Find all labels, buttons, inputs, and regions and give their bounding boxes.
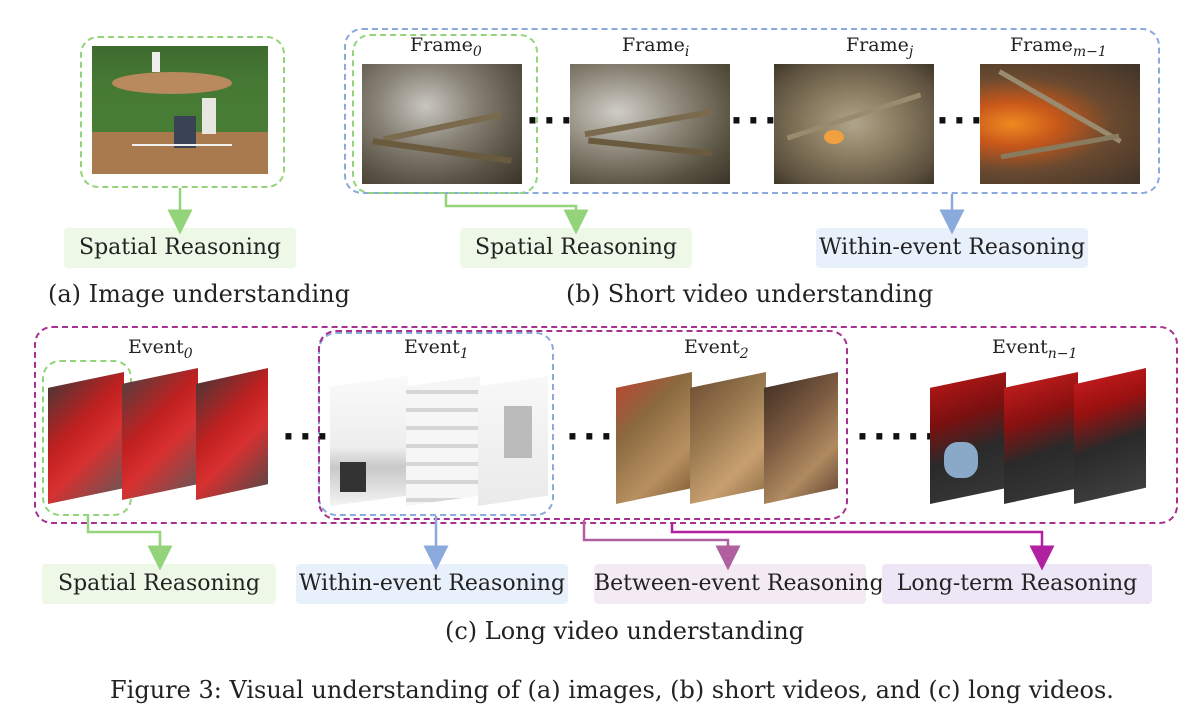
ellipsis-b-3: ··· bbox=[936, 101, 987, 141]
eventn-frame-3 bbox=[1074, 368, 1146, 504]
event1-frame-3 bbox=[478, 376, 548, 506]
frame-label-j: Framej bbox=[846, 34, 914, 60]
event2-frame-2 bbox=[690, 372, 766, 504]
frame-image-j bbox=[774, 64, 934, 184]
event-label-2: Event2 bbox=[684, 336, 749, 362]
baseball-image bbox=[92, 46, 268, 174]
event-label-n-1: Eventn−1 bbox=[992, 336, 1078, 362]
within-event-reasoning-label-c: Within-event Reasoning bbox=[296, 564, 568, 604]
ellipsis-b-2: ··· bbox=[730, 101, 781, 141]
ellipsis-c-1: ··· bbox=[282, 417, 333, 457]
frame0-highlight-box bbox=[352, 34, 538, 194]
ellipsis-c-2: ··· bbox=[566, 417, 617, 457]
long-term-reasoning-label-c: Long-term Reasoning bbox=[882, 564, 1152, 604]
event0-frame-1 bbox=[48, 372, 124, 504]
event1-event2-highlight-box bbox=[318, 330, 848, 520]
arrow-c-spatial bbox=[86, 516, 173, 571]
arrow-c-longterm bbox=[670, 524, 1055, 571]
long-video-box bbox=[34, 326, 1178, 524]
frame-label-m-1: Framem−1 bbox=[1010, 34, 1107, 60]
caption-c: (c) Long video understanding bbox=[445, 617, 805, 645]
event2-frame-1 bbox=[616, 372, 692, 504]
image-highlight-box bbox=[80, 36, 285, 188]
short-video-box bbox=[344, 28, 1160, 194]
between-event-reasoning-label-c: Between-event Reasoning bbox=[594, 564, 884, 604]
frame-image-i bbox=[570, 64, 730, 184]
arrow-c-between bbox=[582, 520, 741, 571]
ellipsis-b-1: ··· bbox=[526, 101, 577, 141]
eventn-frame-2 bbox=[1004, 372, 1078, 504]
frame-image-0 bbox=[362, 64, 522, 184]
event0-frame-3 bbox=[196, 368, 268, 500]
frame-label-0: Frame0 bbox=[410, 34, 482, 60]
within-event-reasoning-label-b: Within-event Reasoning bbox=[816, 228, 1088, 268]
event1-frame-2 bbox=[406, 376, 480, 506]
figure-caption: Figure 3: Visual understanding of (a) im… bbox=[110, 676, 1114, 704]
spatial-reasoning-label-b: Spatial Reasoning bbox=[460, 228, 692, 268]
frame-label-i: Framei bbox=[622, 34, 690, 60]
spatial-reasoning-label-a: Spatial Reasoning bbox=[64, 228, 296, 268]
spatial-reasoning-label-c: Spatial Reasoning bbox=[42, 564, 276, 604]
caption-a: (a) Image understanding bbox=[48, 280, 350, 308]
event-label-0: Event0 bbox=[128, 336, 193, 362]
arrow-b-spatial bbox=[444, 194, 589, 235]
event2-frame-3 bbox=[764, 372, 838, 504]
eventn-frame-1 bbox=[930, 372, 1006, 504]
event1-frame-1 bbox=[330, 376, 408, 506]
caption-b: (b) Short video understanding bbox=[566, 280, 934, 308]
frame-image-m-1 bbox=[980, 64, 1140, 184]
event0-frame-2 bbox=[122, 368, 198, 500]
event-label-1: Event1 bbox=[404, 336, 469, 362]
